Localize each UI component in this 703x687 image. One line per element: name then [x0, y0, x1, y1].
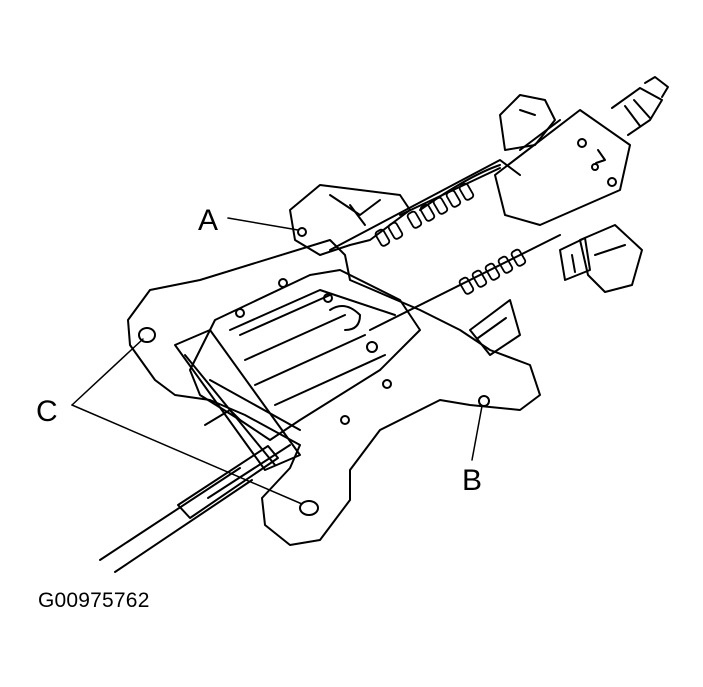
figure-code: G00975762 [38, 589, 150, 612]
side-connector [559, 224, 643, 293]
callout-a: A [198, 204, 218, 237]
tube-rib-slots [374, 182, 527, 295]
lower-shaft [99, 444, 291, 573]
column-tube [329, 159, 561, 331]
leader-c-upper [71, 338, 144, 406]
hole-b [478, 395, 490, 407]
mount-holes [138, 327, 490, 516]
upper-bracket [289, 184, 411, 256]
mounting-bracket-frame [127, 239, 541, 546]
hole-c-lower [299, 500, 319, 516]
leader-lines [71, 217, 483, 505]
switch-housing [494, 76, 669, 226]
callout-c: C [36, 395, 58, 428]
leader-c-lower [71, 404, 303, 505]
leader-a [227, 217, 299, 231]
callout-b: B [462, 464, 482, 497]
leader-b [471, 405, 483, 461]
hole-c-upper [138, 327, 156, 343]
